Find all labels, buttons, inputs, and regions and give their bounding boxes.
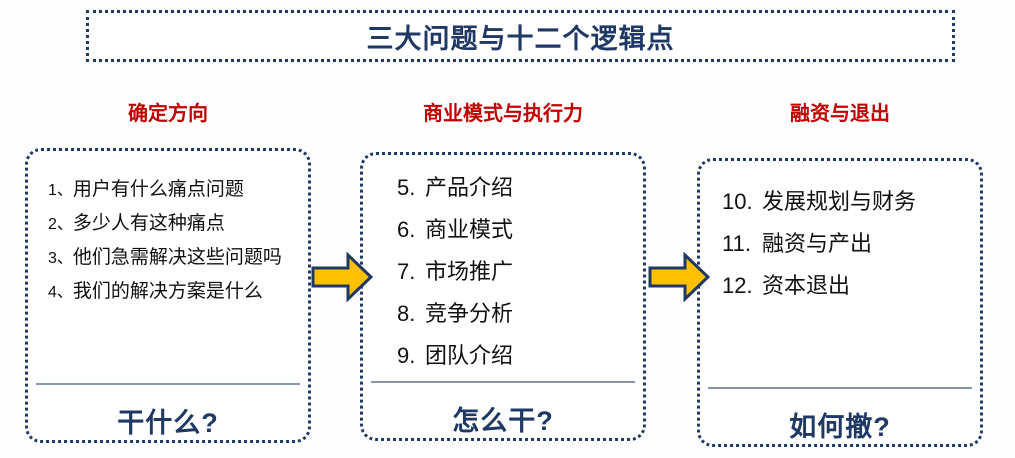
list-item-label: 资本退出 [762,273,851,298]
list-item: 10. 发展规划与财务 [722,181,980,223]
list-item-label: 商业模式 [425,217,514,242]
list-item: 12. 资本退出 [722,265,980,307]
panel-business-model: 5. 产品介绍 6. 商业模式 7. 市场推广 8. 竞争分析 9. 团队介绍 … [360,152,646,441]
list-item-index: 3、 [48,250,73,267]
list-item: 4、 我们的解决方案是什么 [48,275,308,309]
list-item: 8. 竞争分析 [397,293,643,335]
list-item-label: 市场推广 [425,259,514,284]
list-item: 7. 市场推广 [397,251,643,293]
column-header-financing-exit: 融资与退出 [790,103,890,125]
column-header-business-model: 商业模式与执行力 [423,103,583,125]
right-arrow-icon [311,252,373,302]
panel-item-list: 10. 发展规划与财务 11. 融资与产出 12. 资本退出 [700,161,980,373]
panel-financing-exit: 10. 发展规划与财务 11. 融资与产出 12. 资本退出 如何撤? [697,158,983,447]
panel-item-list: 5. 产品介绍 6. 商业模式 7. 市场推广 8. 竞争分析 9. 团队介绍 [363,155,643,381]
list-item: 9. 团队介绍 [397,335,643,377]
panel-direction: 1、 用户有什么痛点问题 2、 多少人有这种痛点 3、 他们急需解决这些问题吗 … [25,148,311,443]
list-item: 6. 商业模式 [397,209,643,251]
list-item: 3、 他们急需解决这些问题吗 [48,241,308,275]
list-item: 5. 产品介绍 [397,167,643,209]
list-item-label: 团队介绍 [425,343,514,368]
list-item: 11. 融资与产出 [722,223,980,265]
list-item-index: 4、 [48,284,73,301]
list-item-label: 融资与产出 [762,231,873,256]
list-item-index: 1、 [48,182,73,199]
list-item-index: 7. [397,259,416,284]
page-title: 三大问题与十二个逻辑点 [366,23,675,54]
list-item-index: 2、 [48,216,73,233]
panel-footer-label: 怎么干? [452,406,554,436]
divider [36,383,300,385]
list-item-label: 他们急需解决这些问题吗 [72,247,282,268]
panel-footer-label: 如何撤? [789,412,891,442]
list-item-index: 11. [722,231,751,256]
panel-footer-label: 干什么? [117,408,219,438]
list-item-index: 8. [397,301,416,326]
list-item: 2、 多少人有这种痛点 [48,207,308,241]
list-item-index: 9. [397,343,416,368]
divider [708,387,972,389]
list-item-label: 发展规划与财务 [762,189,917,214]
list-item-label: 竞争分析 [425,301,514,326]
right-arrow-icon [648,252,710,302]
list-item: 1、 用户有什么痛点问题 [48,173,308,207]
list-item-index: 5. [397,175,416,200]
list-item-label: 用户有什么痛点问题 [72,179,244,200]
column-header-direction: 确定方向 [128,103,208,125]
list-item-label: 我们的解决方案是什么 [72,281,263,302]
panel-item-list: 1、 用户有什么痛点问题 2、 多少人有这种痛点 3、 他们急需解决这些问题吗 … [28,151,308,379]
list-item-index: 6. [397,217,416,242]
title-box: 三大问题与十二个逻辑点 [86,10,955,62]
list-item-index: 10. [722,189,753,214]
divider [371,381,635,383]
list-item-label: 产品介绍 [425,175,514,200]
list-item-label: 多少人有这种痛点 [72,213,225,234]
list-item-index: 12. [722,273,753,298]
